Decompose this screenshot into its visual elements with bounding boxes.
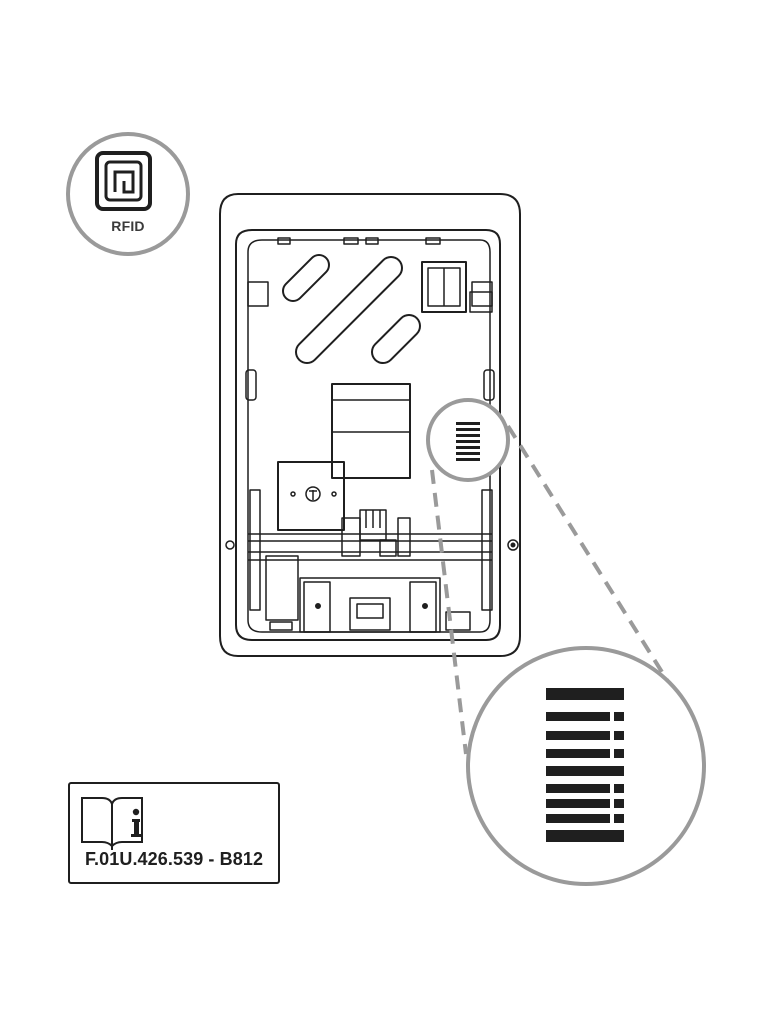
device-enclosure <box>219 193 521 657</box>
rfid-label: RFID <box>111 218 145 234</box>
callout-lines <box>430 424 674 755</box>
rfid-chip-icon <box>95 151 152 211</box>
mounting-slots <box>282 254 421 364</box>
rfid-badge <box>66 132 190 256</box>
manual-code: F.01U.426.539 - B812 <box>84 849 264 869</box>
zoomed-antenna-stripes <box>546 688 624 842</box>
callout-large <box>466 646 706 886</box>
rfid-antenna-stripes-icon <box>456 422 480 461</box>
manual-info-icon <box>81 797 143 850</box>
manual-reference-card: F.01U.426.539 - B812 <box>68 782 280 884</box>
callout-small <box>426 398 510 482</box>
